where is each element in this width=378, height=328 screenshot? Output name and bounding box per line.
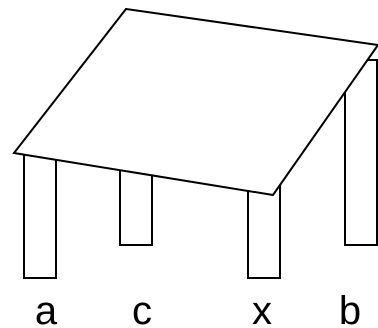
- leg-x: [247, 184, 281, 279]
- leg-a: [23, 149, 57, 279]
- label-x: x: [252, 289, 272, 328]
- label-c: c: [132, 289, 152, 328]
- leg-b: [344, 59, 378, 246]
- label-b: b: [339, 289, 361, 328]
- label-a: a: [35, 289, 58, 328]
- table-top: [12, 7, 378, 197]
